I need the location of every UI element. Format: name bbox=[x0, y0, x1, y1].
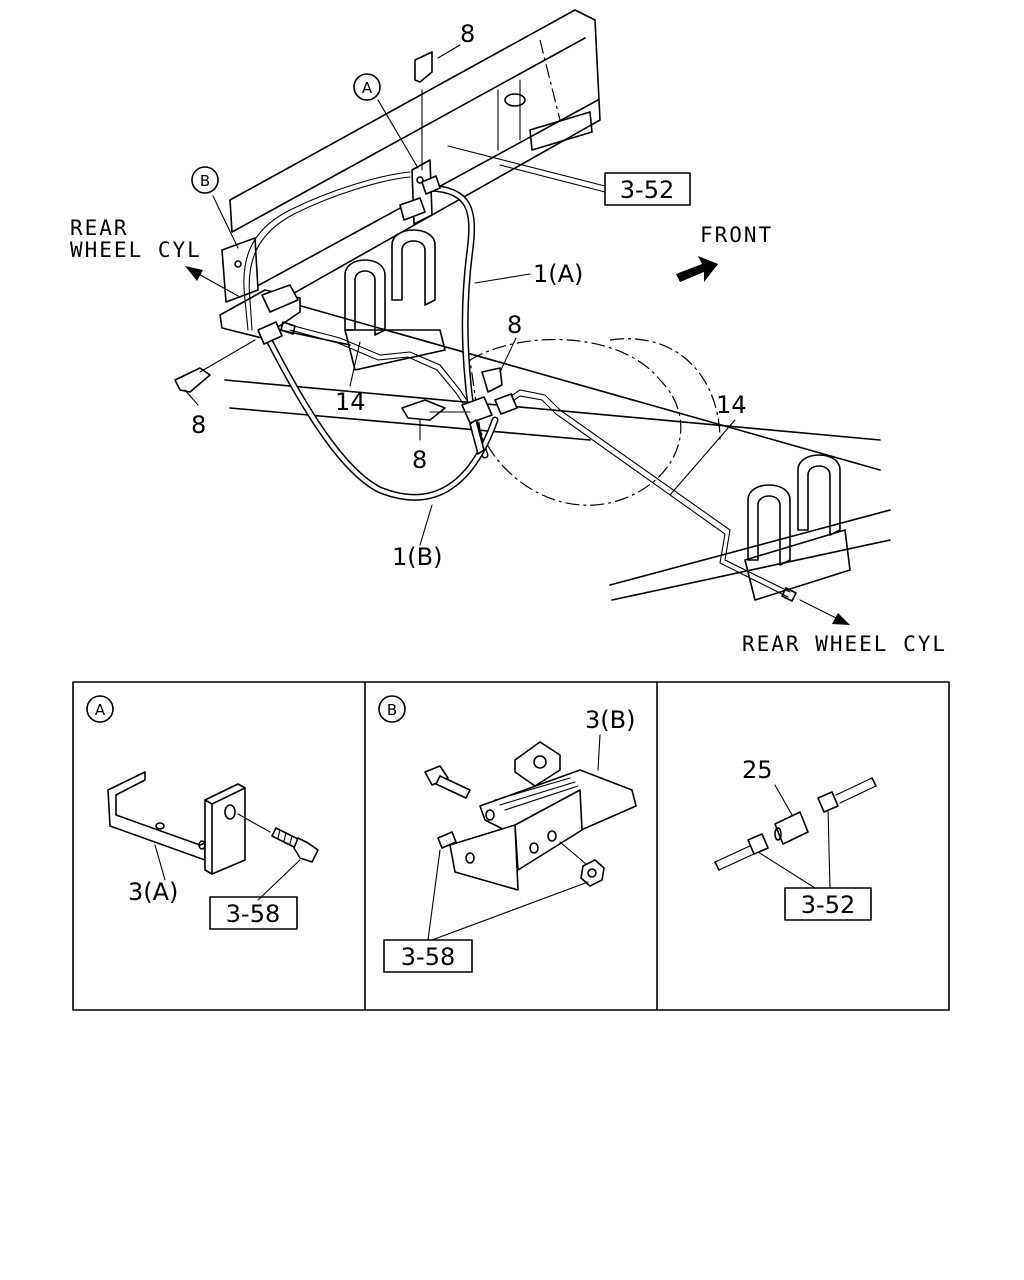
brake-pipe-14-left bbox=[280, 321, 471, 409]
svg-text:A: A bbox=[95, 701, 106, 719]
part-3b-label: 3(B) bbox=[585, 706, 635, 734]
main-assembly-view: A B 8 8 8 8 1(A) 1(B) 14 14 3-52 REAR WH… bbox=[70, 9, 947, 656]
panel-c: 25 3-52 bbox=[714, 756, 877, 921]
part-3a-label: 3(A) bbox=[128, 878, 178, 906]
detail-panels: A 3(A) 3-58 bbox=[72, 681, 950, 1011]
front-label: FRONT bbox=[700, 223, 773, 247]
svg-text:A: A bbox=[362, 79, 373, 97]
leader-lines bbox=[184, 44, 736, 546]
bracket-a bbox=[399, 159, 433, 225]
axle-housing bbox=[224, 299, 891, 601]
brake-pipe-upper bbox=[243, 171, 411, 331]
hose-1b bbox=[266, 338, 499, 501]
clip-8-mid bbox=[481, 367, 503, 393]
part-14-right-label: 14 bbox=[716, 391, 747, 419]
ref-box-3-52-c: 3-52 bbox=[784, 887, 872, 921]
rear-wheel-cyl-left-line2: WHEEL CYL bbox=[70, 238, 202, 262]
nut-icon bbox=[559, 841, 605, 887]
bolt-icon bbox=[437, 831, 457, 849]
part-25-label: 25 bbox=[742, 756, 773, 784]
arrow-rear-right bbox=[799, 599, 850, 625]
ref-box-3-58-b: 3-58 bbox=[383, 939, 473, 973]
part-8-left-label: 8 bbox=[191, 411, 206, 439]
svg-text:B: B bbox=[200, 172, 210, 190]
panel-a: A 3(A) 3-58 bbox=[86, 695, 319, 930]
part-14-left-label: 14 bbox=[335, 388, 366, 416]
arrow-rear-left bbox=[185, 266, 239, 297]
bracket-3b bbox=[449, 741, 637, 891]
rear-wheel-cyl-right: REAR WHEEL CYL bbox=[742, 632, 947, 656]
svg-text:B: B bbox=[387, 701, 397, 719]
svg-text:3-58: 3-58 bbox=[401, 943, 455, 971]
part-1b-label: 1(B) bbox=[392, 543, 442, 571]
bolt-icon bbox=[271, 827, 319, 863]
svg-text:3-58: 3-58 bbox=[226, 900, 280, 928]
rear-wheel-cyl-left-line1: REAR bbox=[70, 216, 129, 240]
callout-b: B bbox=[191, 166, 219, 194]
clip-8-center bbox=[401, 399, 471, 421]
u-bolt-left bbox=[344, 229, 446, 371]
hose-fittings bbox=[257, 175, 518, 455]
panel-b: B bbox=[378, 695, 637, 973]
front-arrow-icon bbox=[676, 256, 718, 282]
part-8-center-label: 8 bbox=[412, 446, 427, 474]
u-bolt-right bbox=[744, 454, 851, 601]
svg-text:3-52: 3-52 bbox=[620, 176, 674, 204]
clip-8-left bbox=[174, 339, 256, 393]
part-8-top-label: 8 bbox=[460, 20, 475, 48]
bolt-icon bbox=[424, 765, 471, 799]
ref-box-3-58-a: 3-58 bbox=[209, 896, 298, 930]
part-8-mid-label: 8 bbox=[507, 311, 522, 339]
pipe-union bbox=[714, 777, 877, 871]
brake-pipe-14-right bbox=[504, 389, 797, 602]
callout-a: A bbox=[353, 73, 381, 101]
svg-text:3-52: 3-52 bbox=[801, 891, 855, 919]
clip-8-top bbox=[414, 51, 433, 171]
ref-box-3-52-main: 3-52 bbox=[604, 172, 691, 206]
part-1a-label: 1(A) bbox=[533, 260, 583, 288]
bracket-3a bbox=[107, 771, 271, 875]
